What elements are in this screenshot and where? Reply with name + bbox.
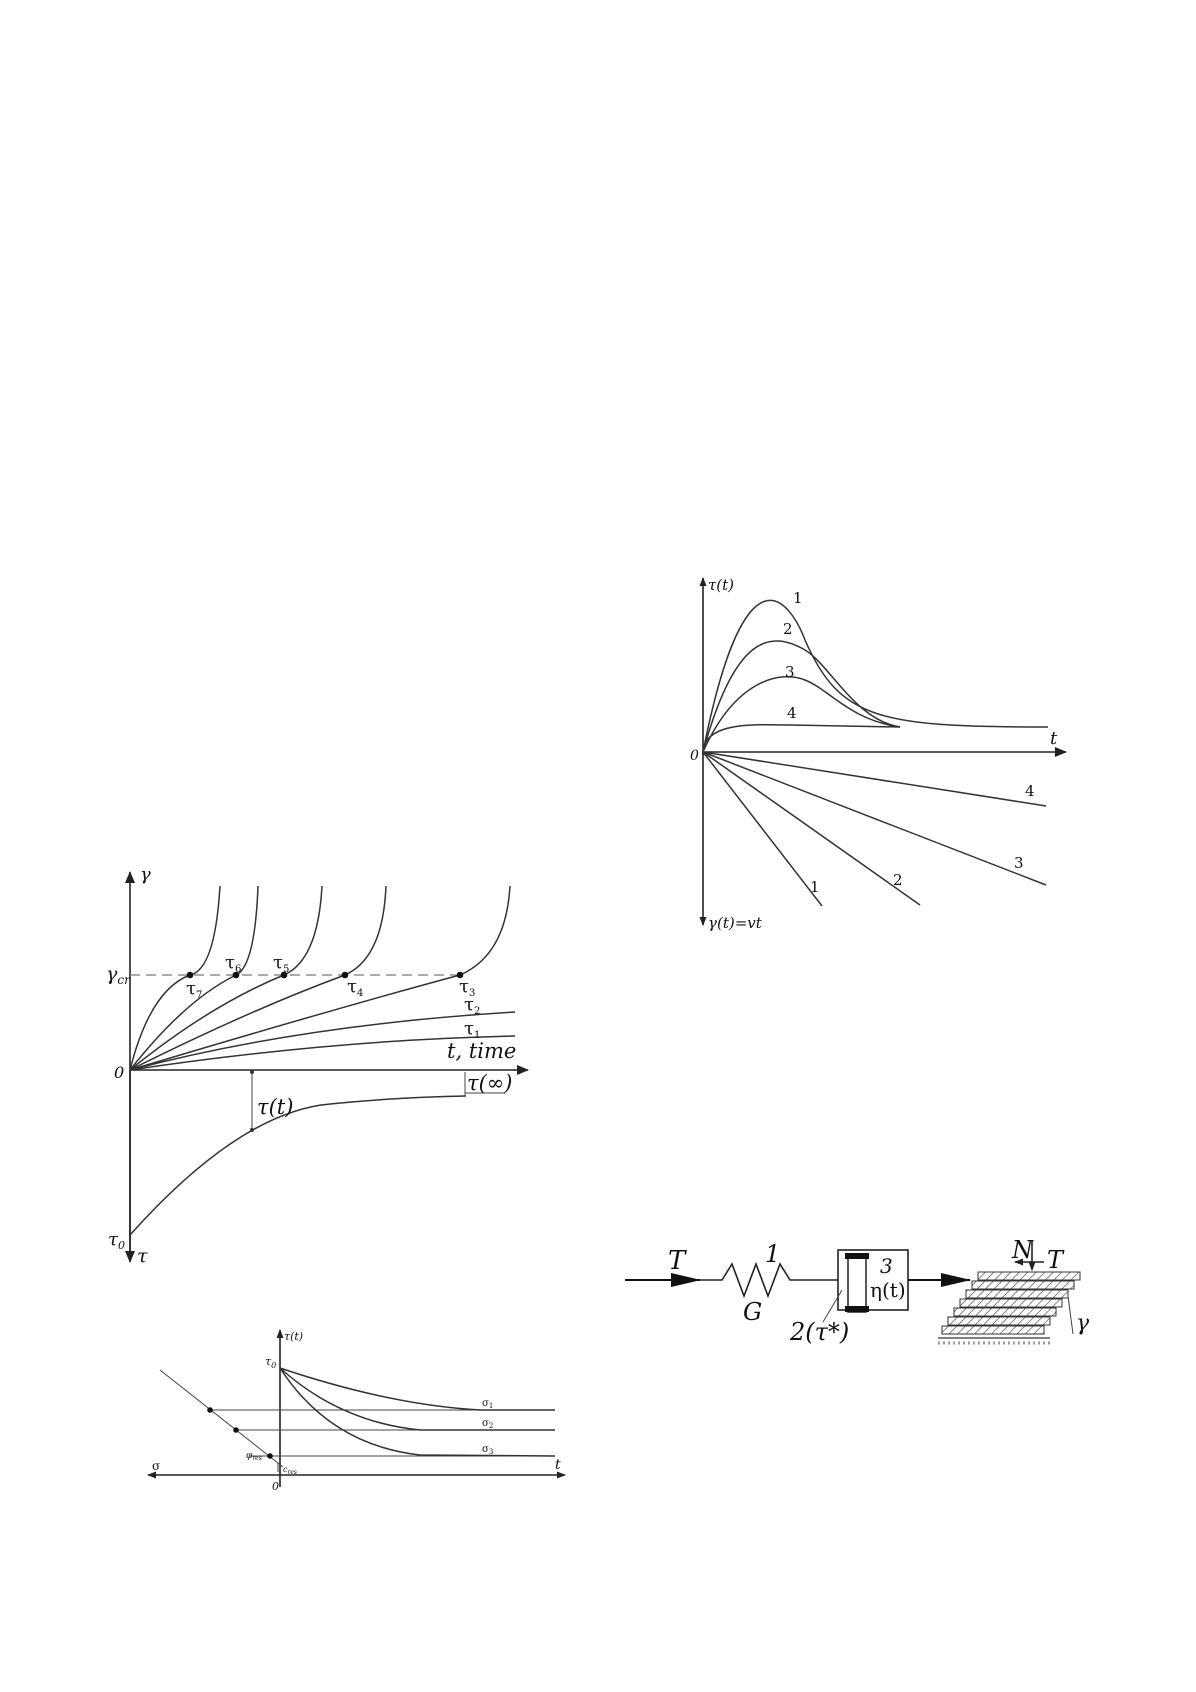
top-label-2: 2 (783, 620, 793, 638)
t-axis-label: t (1050, 728, 1058, 749)
bottom-label-4: 4 (1025, 782, 1035, 800)
sigma-axis-label: σ (152, 1459, 160, 1473)
bottom-label-3: 3 (1014, 854, 1024, 872)
stress-curve-3 (702, 676, 901, 753)
curve-label-tau1: τ1 (464, 1018, 480, 1041)
T-right-label: T (1047, 1246, 1065, 1274)
tau0-label: τ0 (265, 1355, 276, 1370)
creep-curve-tau7 (129, 885, 221, 1071)
failure-point (341, 971, 349, 979)
creep-curve-tau2 (129, 1011, 516, 1071)
sheared-layers (938, 1271, 1081, 1345)
tau0-label: τ0 (108, 1229, 125, 1252)
dimension-tick (250, 1070, 254, 1074)
bottom-label-1: 1 (810, 878, 820, 896)
tau-t-label: τ(t) (257, 1095, 293, 1119)
T-left-label: T (668, 1246, 687, 1276)
gamma-label: γ (1076, 1311, 1090, 1336)
creep-curve-tau1 (129, 1035, 516, 1071)
dashpot-eta-label: η(t) (870, 1278, 906, 1302)
strength-envelope (159, 1369, 284, 1468)
N-label: N (1011, 1236, 1034, 1264)
spring-G-label: G (743, 1298, 762, 1326)
curve-label-tau5: τ5 (273, 952, 289, 975)
failure-point (280, 971, 288, 979)
origin-label: 0 (114, 1063, 124, 1082)
top-label-3: 3 (785, 663, 795, 681)
t-axis-label: t (555, 1457, 561, 1473)
relaxation-curve-sigma3 (279, 1367, 556, 1457)
origin-label: 0 (690, 748, 699, 764)
shear-angle-line (1067, 1295, 1074, 1335)
stress-curve-4 (702, 723, 901, 753)
relaxation-curve-sigma2 (279, 1367, 555, 1431)
gamma-axis-label: γ (140, 864, 151, 885)
slider-cap-bottom (845, 1306, 869, 1312)
failure-point (456, 971, 464, 979)
gamma-cr-label: γcr (106, 963, 131, 987)
tau-inf-label: τ(∞) (467, 1071, 513, 1095)
strain-line-1 (702, 751, 823, 907)
failure-point (186, 971, 194, 979)
c-res-label: cres (283, 1465, 297, 1476)
curve-label-tau3: τ3 (459, 976, 475, 999)
sigma3-label: σ3 (482, 1444, 493, 1456)
sigma1-label: σ1 (482, 1398, 493, 1410)
stress-curve-1 (702, 599, 1049, 753)
envelope-point (267, 1453, 273, 1459)
creep-diagram: γ τ t, time 0 γcr τ7 τ6 τ5 τ4 τ3 τ2 τ1 τ… (106, 864, 529, 1267)
failure-point (232, 971, 240, 979)
strain-line-3 (702, 751, 1047, 886)
creep-curve-tau4 (129, 885, 387, 1071)
tau-axis-label: τ (137, 1245, 148, 1267)
top-label-4: 4 (787, 704, 797, 722)
stress-curve-2 (702, 640, 901, 753)
gamma-axis-label: γ(t)=vt (708, 914, 763, 932)
tau-t-axis-label: τ(t) (708, 576, 734, 594)
time-axis-label: t, time (447, 1039, 516, 1063)
strain-rate-diagram: τ(t) t 0 γ(t)=vt 1 2 3 4 4 3 2 1 (690, 576, 1067, 932)
origin-label: 0 (272, 1480, 279, 1493)
rheological-model-diagram: T 1 G 3 η(t) 2(τ*) N T γ (625, 1236, 1090, 1346)
top-label-1: 1 (793, 589, 803, 607)
creep-curve-tau5 (129, 885, 323, 1071)
curve-label-tau2: τ2 (464, 994, 480, 1017)
slider-leader-line (822, 1289, 843, 1323)
relaxation-diagram: τ(t) τ0 σ t 0 σ1 σ2 σ3 φres cres (147, 1329, 566, 1493)
sigma2-label: σ2 (482, 1418, 493, 1430)
bottom-label-2: 2 (893, 871, 903, 889)
curve-label-tau4: τ4 (347, 976, 363, 999)
spring-number: 1 (765, 1240, 780, 1268)
shear-stress-curve (129, 1095, 467, 1236)
dimension-tick (250, 1128, 254, 1132)
slider-element (847, 1255, 867, 1313)
phi-res-label: φres (246, 1451, 262, 1462)
strain-line-4 (702, 751, 1047, 807)
spring-element (700, 1261, 838, 1299)
creep-curve-tau3 (129, 885, 511, 1071)
tau-t-axis-label: τ(t) (284, 1330, 303, 1343)
dashpot-number: 3 (880, 1254, 893, 1278)
curve-label-tau7: τ7 (186, 978, 202, 1001)
envelope-point (233, 1427, 239, 1433)
strain-line-2 (702, 751, 921, 906)
relaxation-curve-sigma1 (279, 1367, 555, 1411)
slider-label: 2(τ*) (789, 1318, 849, 1346)
envelope-point (207, 1407, 213, 1413)
creep-curve-tau6 (129, 885, 259, 1071)
slider-cap-top (845, 1253, 869, 1259)
curve-label-tau6: τ6 (225, 952, 241, 975)
